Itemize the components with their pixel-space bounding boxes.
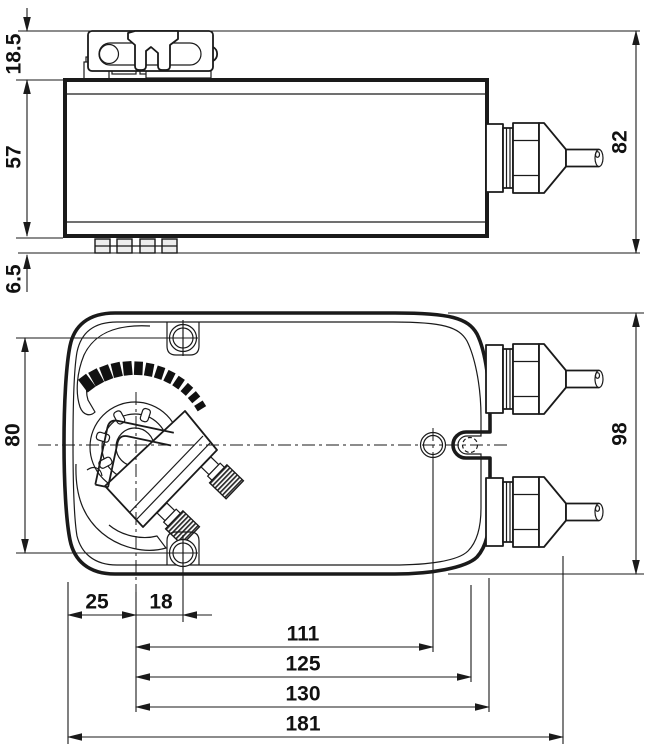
mounting-feet xyxy=(94,238,178,254)
clamp-bolt-lower xyxy=(156,502,201,546)
clamp-l-bracket xyxy=(94,419,174,489)
bolt-knurl xyxy=(164,509,201,546)
front-view-dimensions: 80 98 25 18 111 125 130 181 xyxy=(2,312,640,741)
gland-cone xyxy=(538,122,567,194)
front-view-extension-lines xyxy=(16,312,644,744)
angle-scale xyxy=(78,360,207,412)
dim-label-130: 130 xyxy=(285,683,320,706)
pocket-upper-left xyxy=(76,325,151,416)
cable-gland-side xyxy=(485,122,604,194)
cable-gland-bottom xyxy=(485,476,604,548)
cable xyxy=(565,148,600,168)
dim-label-18-5: 18.5 xyxy=(3,33,26,74)
gland-flange xyxy=(485,123,504,193)
dim-label-181: 181 xyxy=(285,713,320,736)
universal-clamp xyxy=(89,401,245,546)
gland-washer xyxy=(502,127,514,189)
dim-label-18: 18 xyxy=(149,591,173,614)
dim-label-98: 98 xyxy=(609,422,632,446)
clamp-bolt-upper xyxy=(200,456,245,500)
bolt-knurl xyxy=(208,463,245,500)
clamp-detail xyxy=(145,70,212,79)
dim-label-111: 111 xyxy=(287,623,320,646)
side-view: 18.5 57 6.5 82 xyxy=(3,8,640,294)
housing-front-inner xyxy=(72,321,482,566)
bracket-pin xyxy=(98,43,120,65)
pocket-lower-left xyxy=(75,463,167,551)
dim-label-25: 25 xyxy=(85,591,109,614)
cam-lobe xyxy=(139,407,151,423)
side-view-dimensions: 18.5 57 6.5 82 xyxy=(3,8,640,294)
front-view: 80 98 25 18 111 125 130 181 xyxy=(2,311,644,744)
housing-side xyxy=(63,78,489,238)
dim-label-125: 125 xyxy=(285,653,320,676)
gland-nut xyxy=(512,122,540,194)
clamp-block xyxy=(104,410,218,528)
pocket-notch xyxy=(86,466,103,477)
shaft-clamp-side xyxy=(83,30,219,80)
bracket-end-bump xyxy=(212,46,219,62)
dim-label-82: 82 xyxy=(609,130,632,153)
dim-label-80: 80 xyxy=(2,423,25,446)
dim-label-6-5: 6.5 xyxy=(3,264,26,294)
cable-end xyxy=(594,148,604,168)
clamp-block-edge xyxy=(128,435,204,514)
clamp-claw xyxy=(127,30,179,71)
cable-wire xyxy=(594,151,601,158)
clamp-block-edge xyxy=(135,442,211,521)
cable-gland-top xyxy=(485,343,604,415)
dim-label-57: 57 xyxy=(3,145,26,168)
